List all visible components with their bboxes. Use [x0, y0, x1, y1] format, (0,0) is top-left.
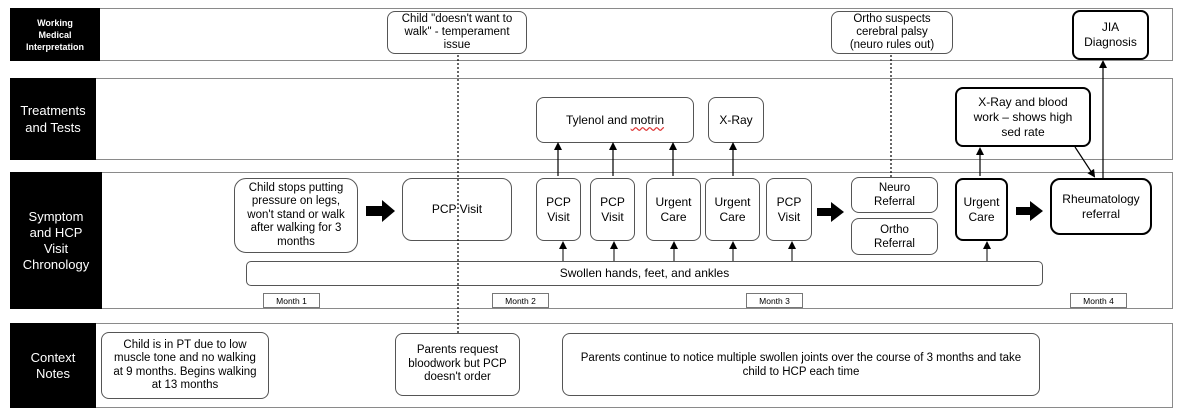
- xray-bloodwork-box: X-Ray and blood work – shows high sed ra…: [955, 87, 1091, 147]
- pcp-visit-box-3: PCP Visit: [590, 178, 635, 241]
- temperament-box: Child "doesn't want to walk" - temperame…: [387, 11, 527, 54]
- lane-label-treatments: Treatments and Tests: [10, 78, 96, 160]
- tylenol-text: Tylenol and: [565, 112, 631, 127]
- pcp-visit-box-4: PCP Visit: [766, 178, 812, 241]
- pcp-visit-first-box: PCP Visit: [402, 178, 512, 241]
- urgent-care-box-3: Urgent Care: [955, 178, 1008, 241]
- urgent-care-box-1: Urgent Care: [646, 178, 701, 241]
- urgent-care-box-2: Urgent Care: [705, 178, 760, 241]
- neuro-referral-box: Neuro Referral: [851, 177, 938, 213]
- pcp-visit-box-2: PCP Visit: [536, 178, 581, 241]
- lane-label-interpretation: Working Medical Interpretation: [10, 8, 100, 61]
- xray-box: X-Ray: [708, 97, 764, 143]
- child-stops-box: Child stops putting pressure on legs, wo…: [234, 178, 358, 253]
- lane-interpretation: [10, 8, 1173, 61]
- lane-label-chronology: Symptom and HCP Visit Chronology: [10, 172, 102, 309]
- swollen-bar: Swollen hands, feet, and ankles: [246, 261, 1043, 286]
- bloodwork-note-box: Parents request bloodwork but PCP doesn'…: [395, 333, 520, 396]
- month-label-2: Month 2: [492, 293, 549, 308]
- ortho-suspects-box: Ortho suspects cerebral palsy (neuro rul…: [831, 11, 953, 54]
- pt-note-box: Child is in PT due to low muscle tone an…: [101, 332, 269, 399]
- month-label-4: Month 4: [1070, 293, 1127, 308]
- jia-diagnosis-box: JIA Diagnosis: [1072, 10, 1149, 60]
- lane-label-context: Context Notes: [10, 323, 96, 408]
- tylenol-motrin-box: Tylenol and motrin: [536, 97, 694, 143]
- ortho-referral-box: Ortho Referral: [851, 218, 938, 255]
- motrin-text: motrin: [630, 112, 665, 127]
- rheumatology-referral-box: Rheumatology referral: [1050, 178, 1152, 235]
- month-label-1: Month 1: [263, 293, 320, 308]
- month-label-3: Month 3: [746, 293, 803, 308]
- swollen-note-box: Parents continue to notice multiple swol…: [562, 333, 1040, 396]
